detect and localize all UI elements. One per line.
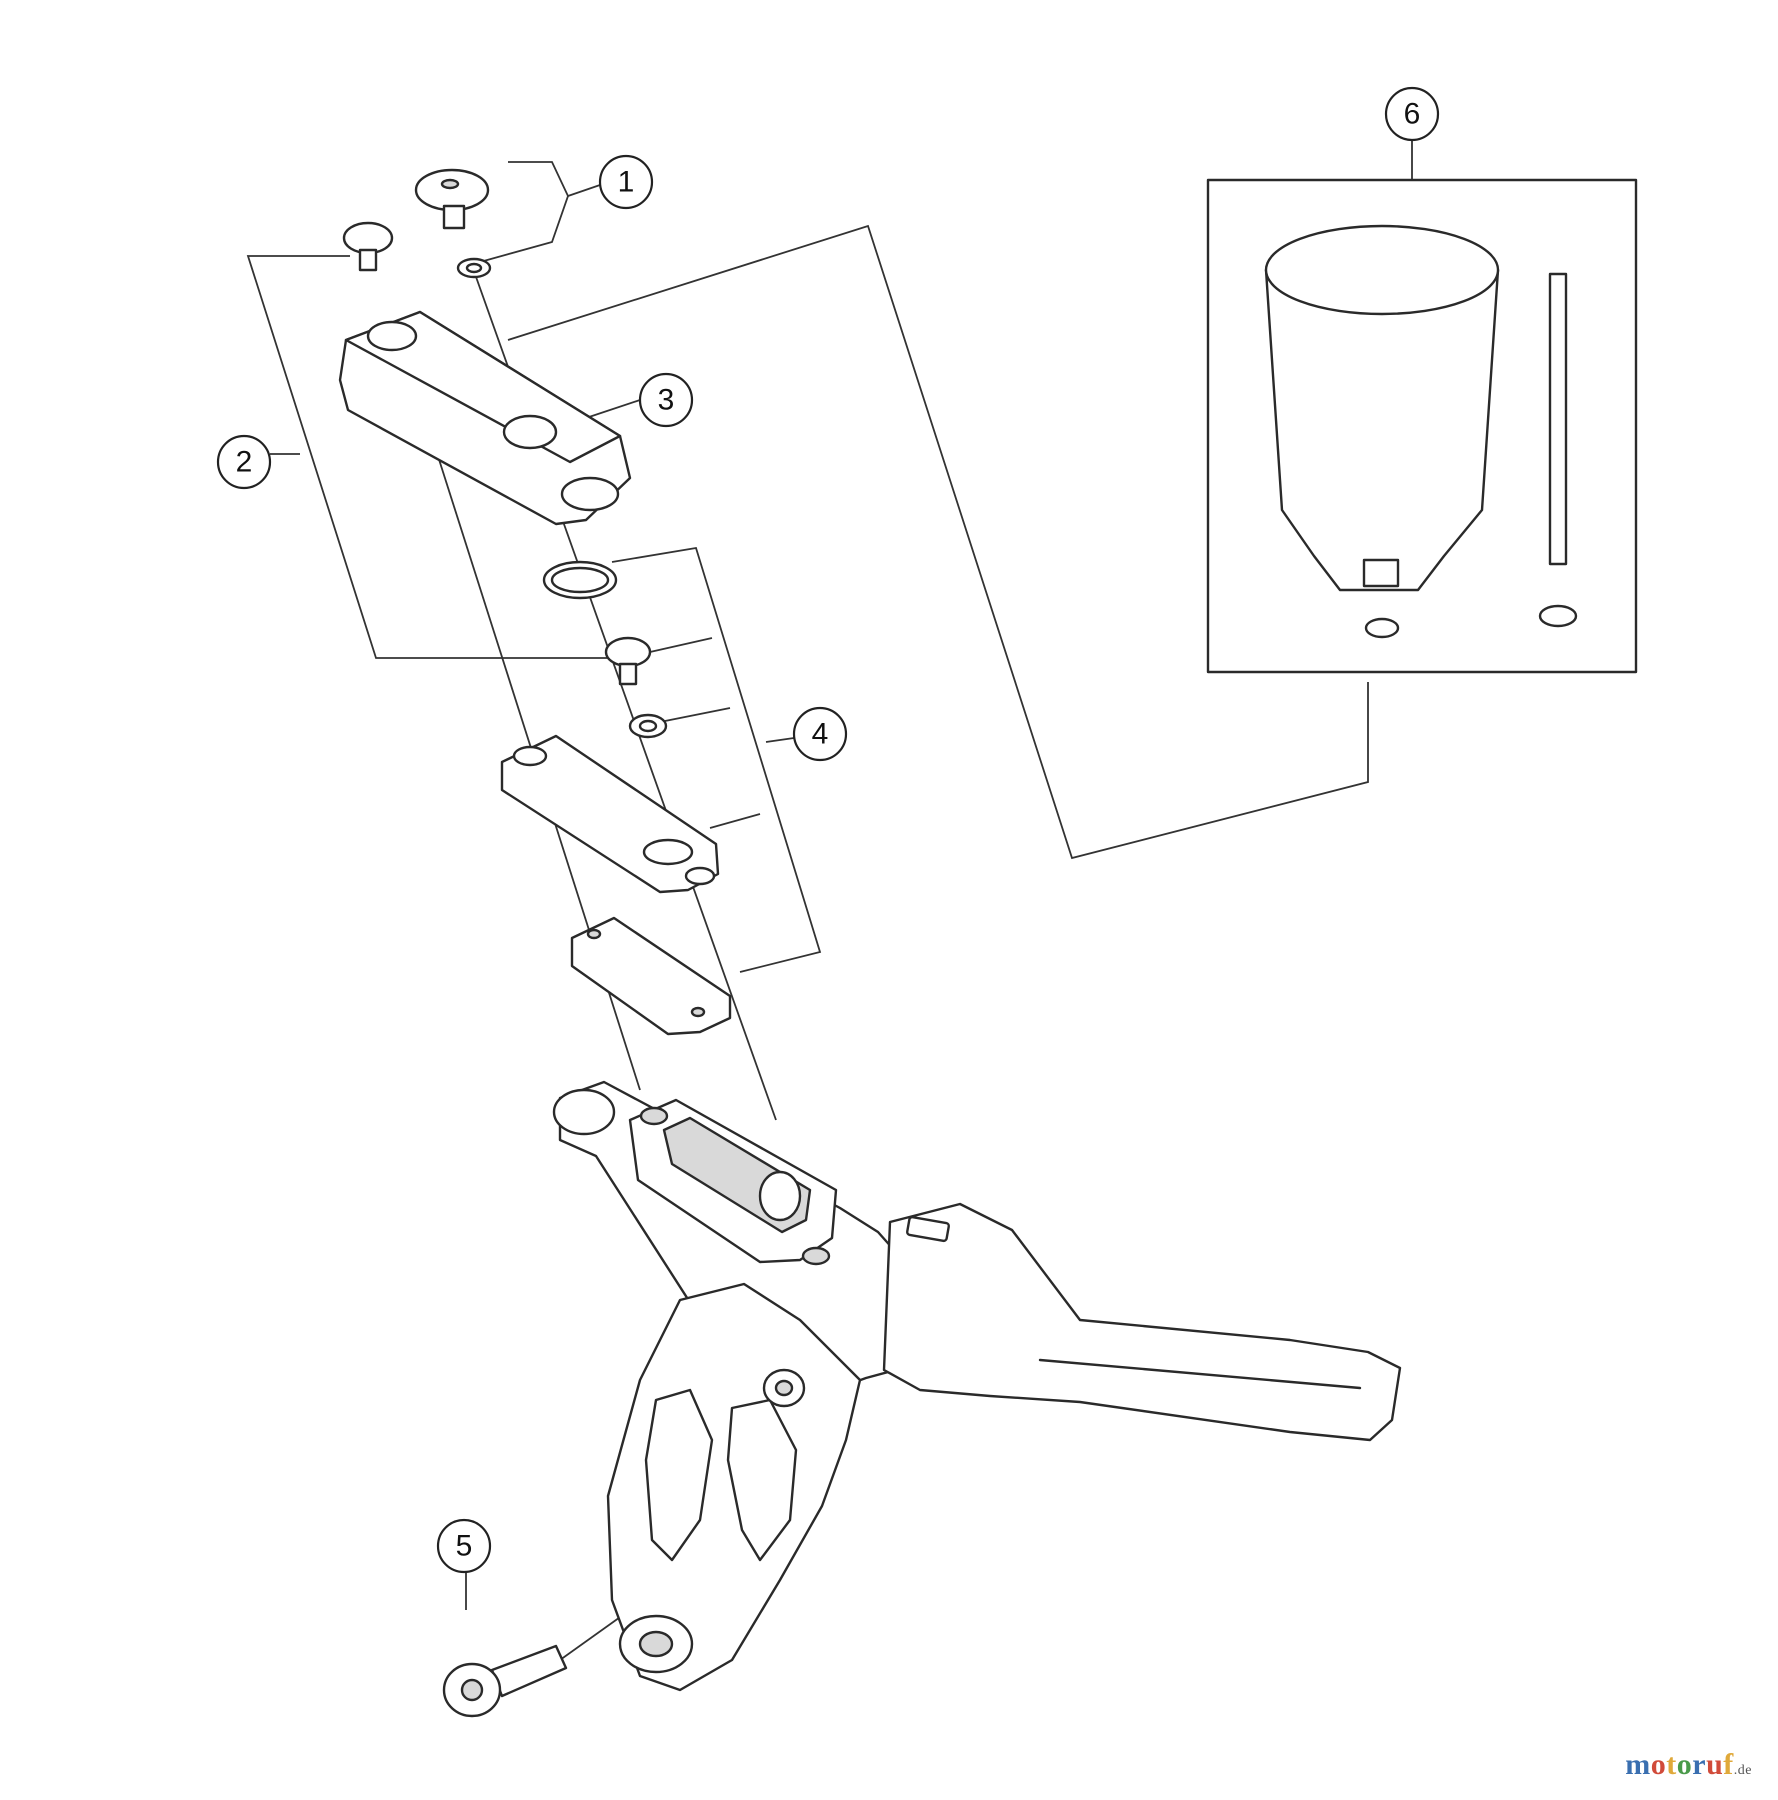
callout-4-label: 4 [812,718,829,751]
callout-2-label: 2 [236,446,253,479]
funnel-plug-washer [1538,604,1578,628]
logo-letter: o [1676,1748,1693,1781]
cover-screw-top [342,221,394,272]
body-screw-hole-1 [639,1106,669,1126]
reservoir-cover-end [560,476,620,512]
lever-blade-ridge [1038,1358,1362,1390]
clamp-window-2 [726,1398,798,1562]
logo-letter: r [1692,1748,1707,1781]
callout-5-circle [436,1518,492,1574]
clamp-window-1 [644,1388,714,1562]
leader-4-stem [765,737,795,743]
callout-3-label: 3 [658,384,675,417]
reservoir-cover-hole-2 [502,414,558,450]
funnel-oring [1364,617,1400,639]
callout-5-label: 5 [456,1530,473,1563]
diaphragm-rubber-hole-1 [586,928,602,940]
logo-letter: o [1650,1748,1667,1781]
lever-pivot-pin [774,1379,794,1397]
cover-screw-top-head [342,221,394,255]
leader-2 [246,255,612,659]
clamp-bolt [442,1644,568,1718]
diaphragm-plate-hole-2 [642,838,694,866]
logo-domain: .de [1733,1763,1752,1778]
leader-4c [709,813,761,829]
bleed-screw-assembly [414,168,492,279]
bleed-screw-thread [442,204,466,230]
callout-1-label: 1 [618,166,635,199]
bleed-screw-head [414,168,490,212]
logo-letter: m [1625,1748,1651,1781]
body-screw-hole-2 [801,1246,831,1266]
callout-3-circle [638,372,694,428]
cover-screw-lower-thread [618,662,638,686]
callout-1-circle [598,154,654,210]
funnel-cup [1264,268,1500,592]
diaphragm-set [500,560,732,1036]
callout-1: 1 [598,154,654,210]
cover-screw-top-thread [358,248,378,272]
callout-6: 6 [1384,86,1440,142]
lever-blade [882,1202,1402,1442]
callout-3: 3 [638,372,694,428]
callout-4: 4 [792,706,848,762]
clamp-bolt-thread [490,1644,568,1698]
callout-6-circle [1384,86,1440,142]
funnel-spout [1362,558,1400,588]
diaphragm-plate-hole-1 [512,745,548,767]
bleed-kit-box [1206,178,1638,674]
funnel-rim [1264,224,1500,316]
bleed-screw-hex [440,178,460,190]
diaphragm-rubber [570,916,732,1036]
logo-text: motoruf.de [1625,1748,1752,1781]
callout-4-circle [792,706,848,762]
callout-6-label: 6 [1404,98,1421,131]
diaphragm-rubber-hole-2 [690,1006,706,1018]
lower-washer-inner [638,719,658,733]
callout-2: 2 [216,434,272,490]
leader-1-stem [567,184,601,197]
leader-1 [479,161,569,263]
reservoir-cover-hole-1 [366,320,418,352]
brake-lever-body [552,1080,1402,1692]
leader-6 [507,224,1369,860]
diaphragm-plate-hole-3 [684,866,716,886]
leader-4 [611,546,822,973]
reach-adjust-tab [906,1215,950,1243]
logo-letter: t [1666,1748,1677,1781]
clamp-bolt-hex-socket [460,1678,484,1702]
reservoir-cover [338,310,632,526]
logo-letter: u [1706,1748,1724,1781]
callout-5: 5 [436,1518,492,1574]
motoruf-logo: motoruf.de [1625,1748,1752,1782]
bleed-screw-oring-inner [465,262,483,274]
leader-4b [659,707,731,723]
cover-screw-lower-head [604,636,652,668]
master-cylinder-end [552,1088,616,1136]
bleed-port [758,1170,802,1222]
funnel-plug-stem [1548,272,1568,566]
logo-main: motoruf [1625,1748,1734,1781]
leader-4a [649,637,713,653]
logo-letter: f [1723,1748,1734,1781]
clamp-bolt-hole [638,1630,674,1658]
cover-screw-lower [604,636,668,739]
diaphragm-oring-inner [550,566,610,594]
callout-2-circle [216,434,272,490]
